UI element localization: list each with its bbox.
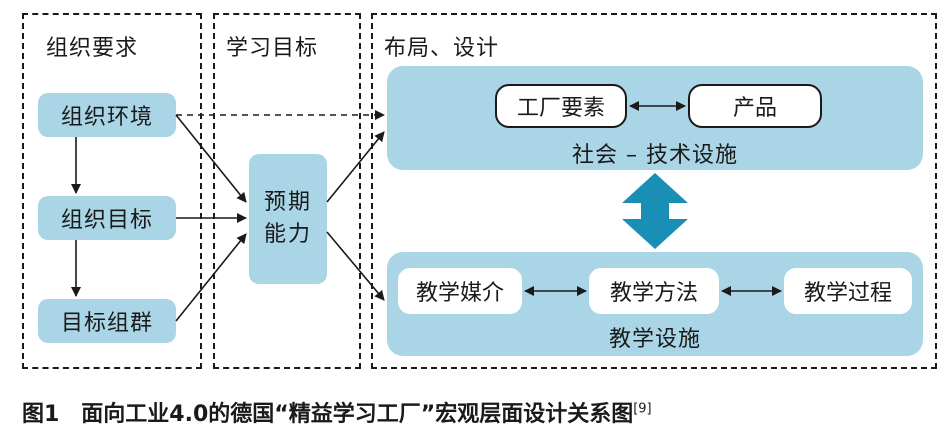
figure-caption: 图1 面向工业4.0的德国“精益学习工厂”宏观层面设计关系图[9]: [22, 396, 652, 428]
teaching-facility-label: 教学设施: [608, 327, 701, 352]
social-technical-facility: [387, 66, 923, 170]
factory-elements-box: 工厂要素: [495, 84, 627, 128]
panel-title-layout-design: 布局、设计: [384, 36, 500, 61]
panel-title-learning-goals: 学习目标: [226, 36, 319, 61]
panel-title-organization: 组织要求: [46, 36, 139, 61]
teaching-media-box: 教学媒介: [398, 268, 522, 314]
teaching-method-box: 教学方法: [589, 268, 719, 314]
target-group-box: 目标组群: [38, 299, 176, 343]
expected-ability-box: 预期 能力: [249, 154, 327, 284]
org-environment-box: 组织环境: [38, 93, 176, 137]
expected-ability-line-2: 能力: [263, 222, 312, 247]
product-box: 产品: [688, 84, 822, 128]
social-technical-label: 社会 – 技术设施: [572, 143, 738, 168]
expected-ability-line-1: 预期: [263, 190, 312, 215]
caption-text: 图1 面向工业4.0的德国“精益学习工厂”宏观层面设计关系图: [22, 402, 634, 427]
org-goal-box: 组织目标: [38, 196, 176, 240]
caption-reference: [9]: [633, 401, 652, 417]
teaching-process-box: 教学过程: [784, 268, 912, 314]
